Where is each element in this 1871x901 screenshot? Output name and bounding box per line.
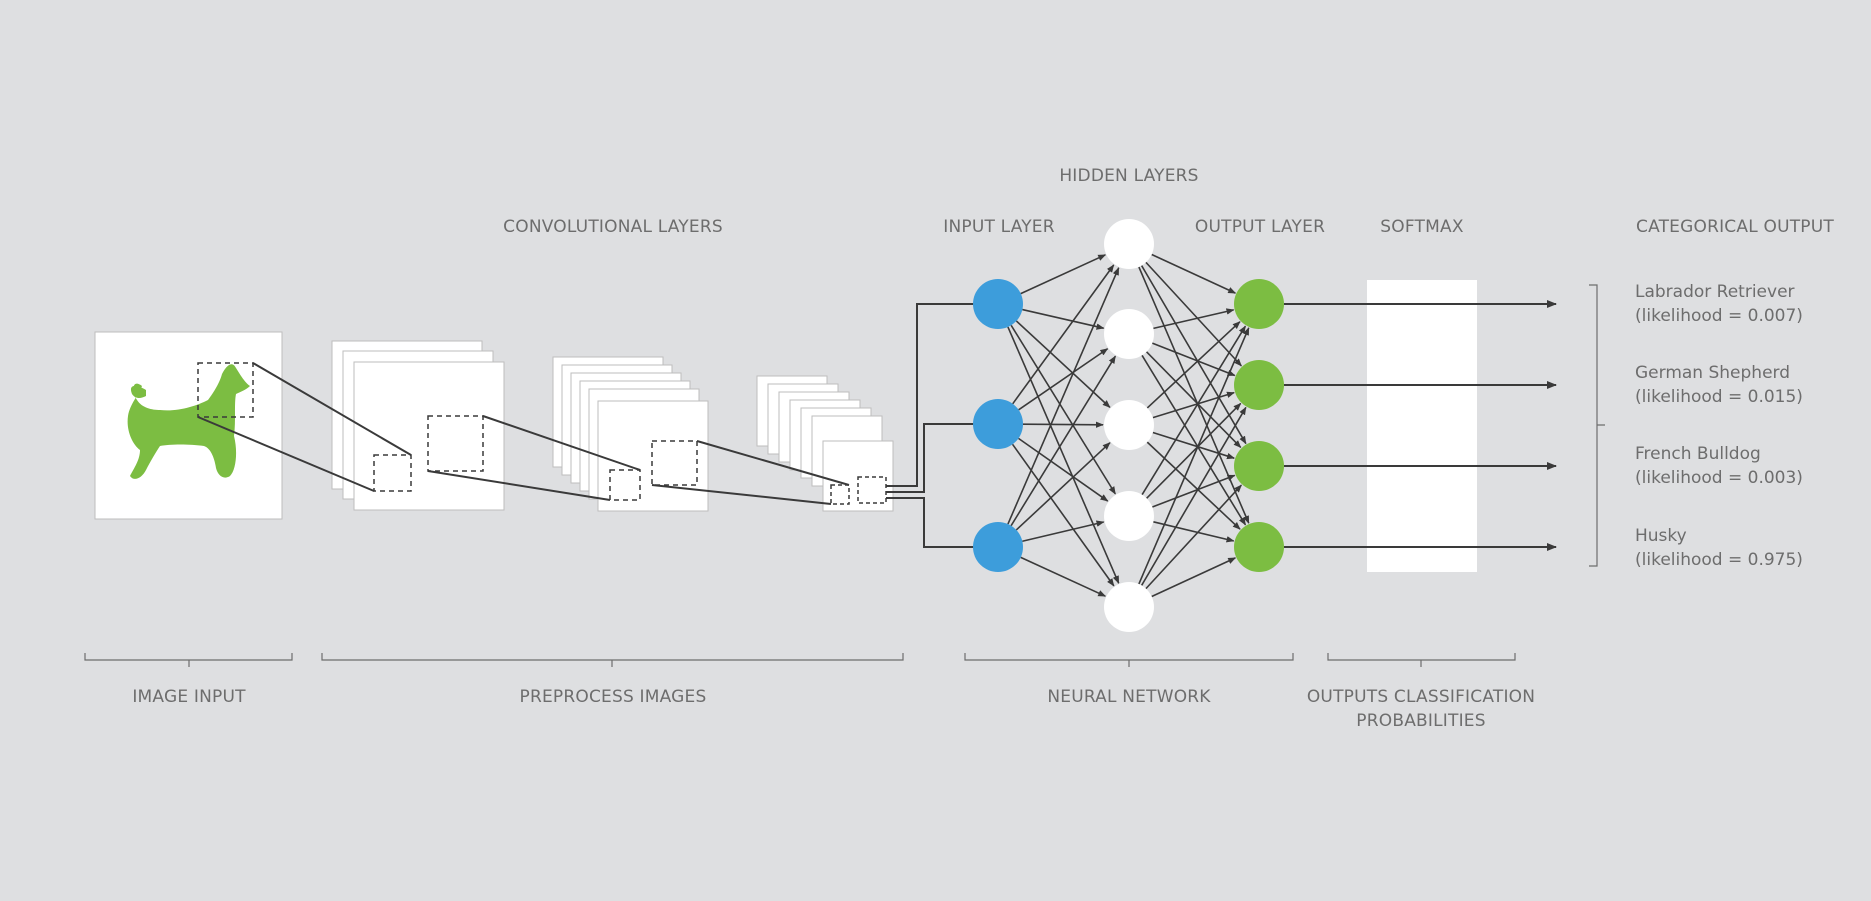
outputs-stage-label-line1: OUTPUTS CLASSIFICATION <box>1306 687 1536 707</box>
hidden-output-edge <box>1152 474 1236 508</box>
input-hidden-edge <box>1015 442 1111 531</box>
hidden-output-edge <box>1141 325 1247 496</box>
hidden-output-edge <box>1146 321 1241 409</box>
input-hidden-edge <box>1012 264 1115 405</box>
output-node <box>1234 279 1284 329</box>
input-hidden-edge <box>1011 443 1115 587</box>
hidden-output-edge <box>1138 266 1250 524</box>
output-layer-label: OUTPUT LAYER <box>1194 217 1326 237</box>
input-layer-label: INPUT LAYER <box>943 217 1055 237</box>
softmax-column <box>1367 280 1477 572</box>
output-class-name: German Shepherd <box>1635 363 1791 383</box>
output-item-german-shepherd: German Shepherd (likelihood = 0.015) <box>1635 361 1803 409</box>
stage-brackets <box>84 653 1516 667</box>
input-hidden-edge <box>1017 437 1109 502</box>
input-hidden-edge <box>1022 421 1104 428</box>
hidden-node <box>1104 582 1154 632</box>
network-edges <box>1007 253 1250 598</box>
input-hidden-edge <box>1022 308 1105 330</box>
hidden-output-edge <box>1145 351 1242 449</box>
hidden-output-edge <box>1141 354 1247 526</box>
output-node <box>1234 522 1284 572</box>
input-hidden-edge <box>1007 267 1120 525</box>
hidden-output-edge <box>1145 261 1242 367</box>
input-node <box>973 399 1023 449</box>
output-likelihood: (likelihood = 0.975) <box>1635 550 1803 570</box>
output-likelihood: (likelihood = 0.003) <box>1635 468 1803 488</box>
network-nodes <box>973 219 1284 632</box>
hidden-output-edge <box>1146 402 1242 499</box>
input-node <box>973 522 1023 572</box>
hidden-output-edge <box>1140 265 1247 445</box>
preprocess-images-stage-label: PREPROCESS IMAGES <box>519 687 707 707</box>
output-node <box>1234 360 1284 410</box>
dog-silhouette-icon <box>127 364 250 479</box>
input-hidden-edge <box>1007 326 1120 584</box>
image-input-stage-label: IMAGE INPUT <box>132 687 246 707</box>
hidden-output-edge <box>1151 253 1237 294</box>
conv-stack-2 <box>552 356 709 512</box>
hidden-output-edge <box>1151 557 1237 598</box>
receptive-field-1 <box>197 362 254 418</box>
output-class-name: Husky <box>1635 526 1687 546</box>
input-hidden-edge <box>1022 520 1105 543</box>
output-arrows <box>1284 300 1557 551</box>
output-class-name: Labrador Retriever <box>1635 282 1795 302</box>
input-hidden-edge <box>1020 254 1107 295</box>
input-hidden-edge <box>1018 348 1109 411</box>
hidden-node <box>1104 491 1154 541</box>
input-node <box>973 279 1023 329</box>
hidden-output-edge <box>1152 391 1235 419</box>
input-hidden-edge <box>1015 320 1111 408</box>
hidden-output-edge <box>1153 308 1235 330</box>
outputs-stage-label-line2: PROBABILITIES <box>1356 711 1486 731</box>
hidden-output-edge <box>1146 441 1241 530</box>
convolutional-layers-label: CONVOLUTIONAL LAYERS <box>503 217 723 237</box>
hidden-node <box>1104 219 1154 269</box>
categorical-output-bracket <box>1589 284 1605 567</box>
output-likelihood: (likelihood = 0.015) <box>1635 387 1803 407</box>
output-item-husky: Husky (likelihood = 0.975) <box>1635 524 1803 572</box>
output-class-name: French Bulldog <box>1635 444 1761 464</box>
hidden-output-edge <box>1145 484 1242 590</box>
conv-stack-3 <box>756 375 894 512</box>
output-likelihood: (likelihood = 0.007) <box>1635 306 1803 326</box>
hidden-output-edge <box>1152 431 1235 460</box>
output-node <box>1234 441 1284 491</box>
input-hidden-edge <box>1020 556 1107 597</box>
flatten-connectors <box>886 303 978 548</box>
output-item-french-bulldog: French Bulldog (likelihood = 0.003) <box>1635 442 1803 490</box>
projection-lines <box>197 362 850 505</box>
hidden-output-edge <box>1140 406 1247 586</box>
hidden-node <box>1104 309 1154 359</box>
output-item-labrador: Labrador Retriever (likelihood = 0.007) <box>1635 280 1803 328</box>
neural-network-stage-label: NEURAL NETWORK <box>1047 687 1211 707</box>
hidden-output-edge <box>1153 521 1235 543</box>
hidden-output-edge <box>1138 327 1250 585</box>
hidden-layers-label: HIDDEN LAYERS <box>1059 166 1199 186</box>
categorical-output-label: CATEGORICAL OUTPUT <box>1636 217 1834 237</box>
input-hidden-edge <box>1010 355 1117 527</box>
hidden-node <box>1104 400 1154 450</box>
input-hidden-edge <box>1010 324 1117 495</box>
hidden-output-edge <box>1151 342 1236 377</box>
softmax-label: SOFTMAX <box>1380 217 1464 237</box>
